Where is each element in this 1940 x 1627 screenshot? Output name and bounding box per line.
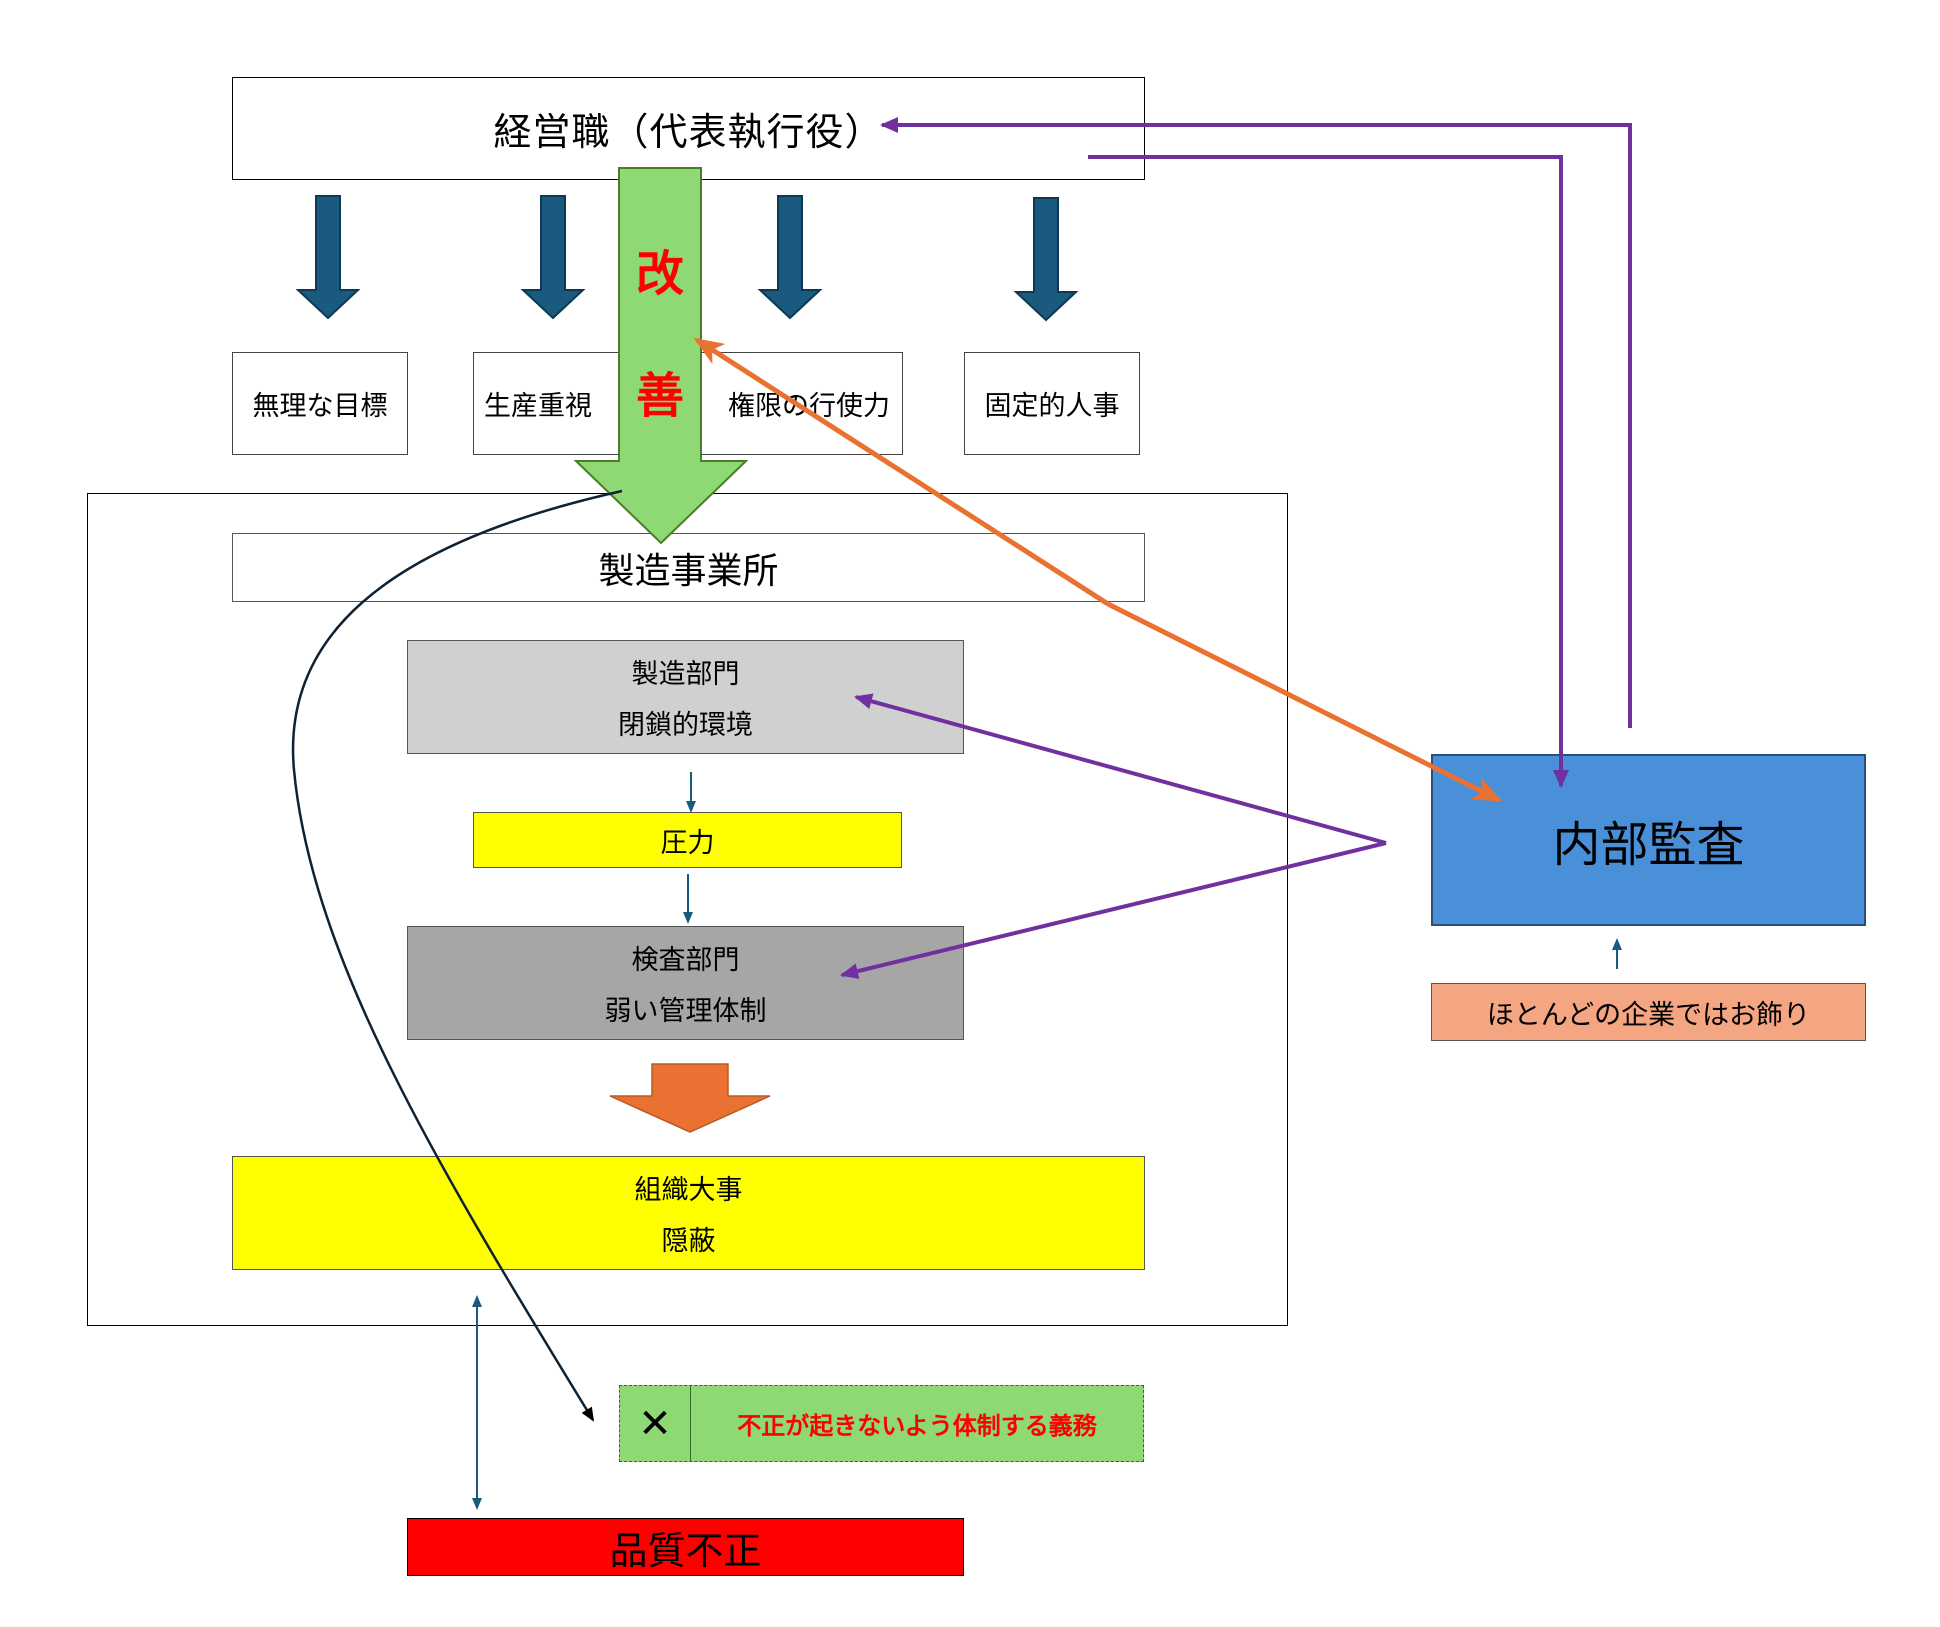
manufacturing-subtitle: 閉鎖的環境 bbox=[618, 709, 753, 741]
audit-note-box: ほとんどの企業ではお飾り bbox=[1431, 983, 1866, 1041]
inspection-box: 検査部門 弱い管理体制 bbox=[407, 926, 964, 1040]
block-arrow-3 bbox=[757, 195, 823, 320]
inspection-subtitle: 弱い管理体制 bbox=[604, 995, 767, 1027]
organization-title: 組織大事 bbox=[634, 1175, 743, 1207]
factor-label-1: 無理な目標 bbox=[252, 391, 388, 422]
close-icon: ✕ bbox=[638, 1400, 672, 1447]
factor-label-3: 権限の行使力 bbox=[728, 391, 890, 422]
internal-audit-box: 内部監査 bbox=[1431, 754, 1866, 926]
organization-subtitle: 隠蔽 bbox=[661, 1225, 716, 1257]
purple-order-to-audit bbox=[1088, 155, 1569, 788]
site-label: 製造事業所 bbox=[598, 550, 779, 592]
purple-line-to-inspection bbox=[840, 841, 1387, 980]
factor-box-3: 権限の行使力 bbox=[678, 352, 903, 455]
improvement-arrow bbox=[573, 167, 749, 545]
orange-double-arrow bbox=[1106, 601, 1503, 803]
duty-label: 不正が起きないよう体制する義務 bbox=[737, 1412, 1097, 1440]
block-arrow-2 bbox=[520, 195, 586, 320]
duty-mark: ✕ bbox=[620, 1386, 691, 1461]
pressure-label: 圧力 bbox=[660, 827, 715, 859]
orange-block-arrow bbox=[609, 1063, 771, 1133]
improvement-char-2: 善 bbox=[635, 368, 684, 424]
management-box: 経営職（代表執行役） bbox=[232, 77, 1145, 180]
factor-label-2: 生産重視 bbox=[484, 391, 592, 422]
improvement-text: 改 善 bbox=[619, 250, 701, 420]
curved-connector bbox=[291, 489, 623, 1422]
management-label: 経営職（代表執行役） bbox=[493, 110, 884, 154]
quality-fraud-box: 品質不正 bbox=[407, 1518, 964, 1576]
internal-audit-label: 内部監査 bbox=[1552, 817, 1745, 873]
duty-text-cell: 不正が起きないよう体制する義務 bbox=[691, 1386, 1143, 1461]
block-arrow-1 bbox=[295, 195, 361, 320]
factor-box-1: 無理な目標 bbox=[232, 352, 408, 455]
factor-label-4: 固定的人事 bbox=[984, 391, 1120, 422]
pressure-box: 圧力 bbox=[473, 812, 902, 868]
inspection-title: 検査部門 bbox=[631, 945, 740, 977]
purple-line-to-manufacturing bbox=[854, 693, 1387, 845]
site-header-box: 製造事業所 bbox=[232, 533, 1145, 602]
purple-report-to-management bbox=[880, 117, 1632, 728]
organization-box: 組織大事 隠蔽 bbox=[232, 1156, 1145, 1270]
manufacturing-title: 製造部門 bbox=[631, 659, 740, 691]
quality-fraud-label: 品質不正 bbox=[609, 1528, 762, 1573]
audit-note-label: ほとんどの企業ではお飾り bbox=[1486, 999, 1811, 1031]
orange-double-arrow-back bbox=[693, 337, 1110, 607]
duty-box: ✕ 不正が起きないよう体制する義務 bbox=[619, 1385, 1144, 1462]
factor-box-4: 固定的人事 bbox=[964, 352, 1140, 455]
block-arrow-4 bbox=[1013, 197, 1079, 322]
improvement-char-1: 改 bbox=[635, 246, 684, 302]
